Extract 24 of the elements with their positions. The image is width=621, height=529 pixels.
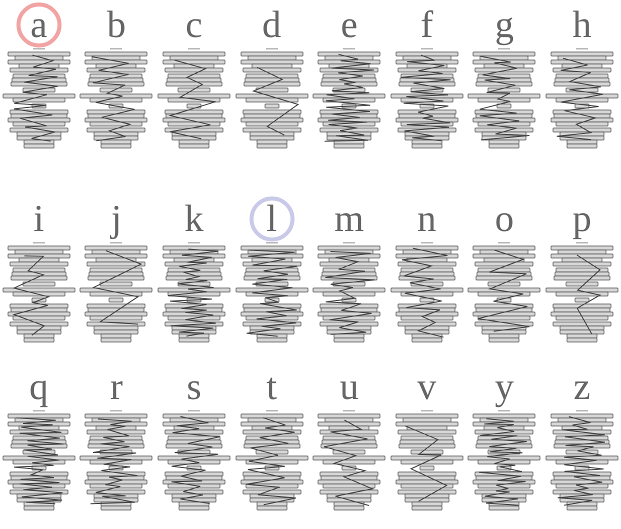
panel-label: r — [110, 368, 123, 406]
panel-label: m — [334, 200, 364, 238]
panel-label: q — [29, 368, 48, 406]
panel-label: e — [340, 6, 358, 44]
panel-label: o — [494, 200, 514, 238]
panel-label: a — [30, 6, 48, 44]
panel-label: c — [186, 6, 202, 44]
panel-label: s — [186, 368, 202, 406]
panel-label: t — [266, 368, 277, 406]
panel-label: z — [574, 368, 590, 406]
panel-label: p — [572, 200, 592, 238]
panel-label: l — [266, 200, 277, 238]
panel-label: y — [494, 368, 514, 406]
panel-label: d — [262, 6, 282, 44]
panel-label: n — [417, 200, 436, 238]
panel-label: b — [106, 6, 126, 44]
panel-label: j — [111, 200, 122, 238]
panel-label: k — [184, 200, 204, 238]
panel-label: h — [572, 6, 592, 44]
panel-label: g — [494, 6, 514, 44]
panel-label: u — [340, 368, 359, 406]
panel-label: f — [420, 6, 434, 44]
panel-label: v — [417, 368, 436, 406]
panel-label: i — [34, 200, 44, 238]
